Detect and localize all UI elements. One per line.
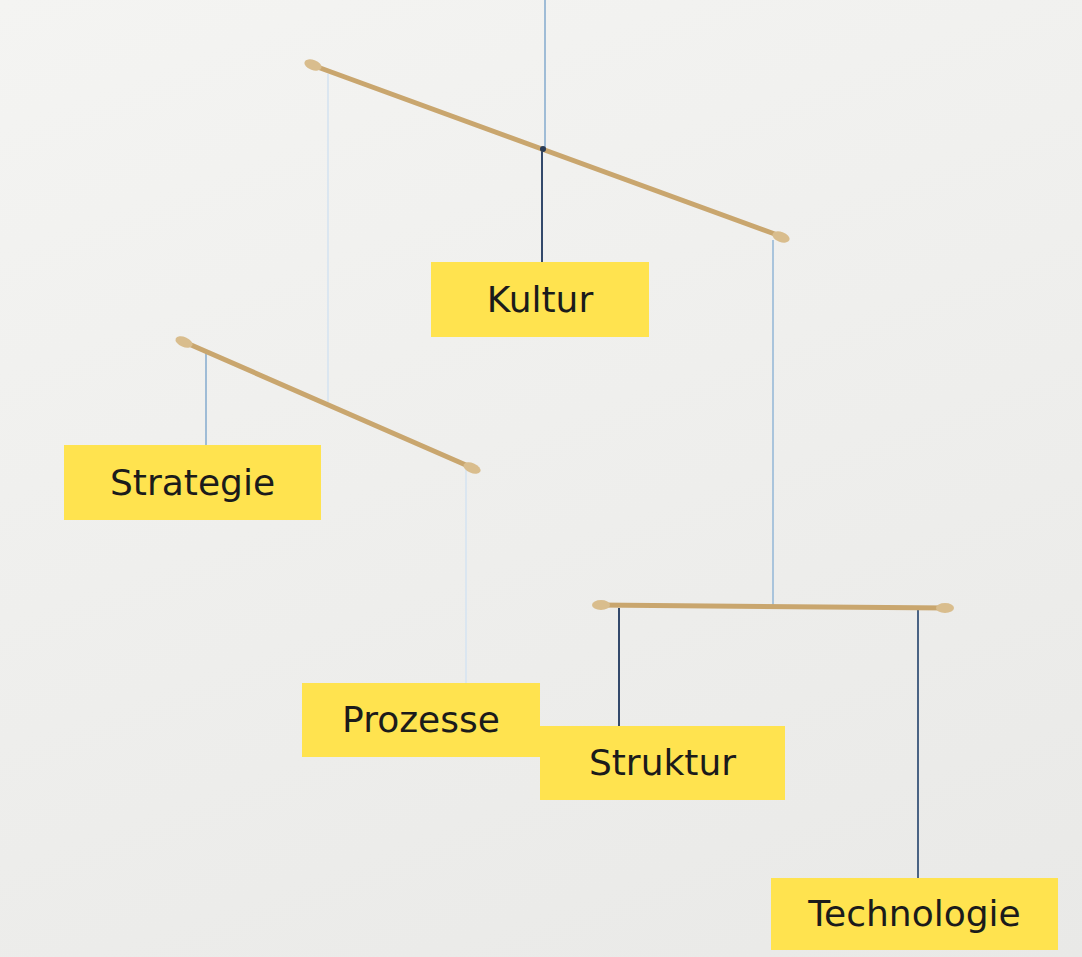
thread <box>772 240 774 605</box>
stick-end <box>303 57 323 73</box>
stick-end <box>936 603 954 613</box>
stick-end <box>462 460 482 476</box>
thread <box>618 608 620 726</box>
label-card: Strategie <box>64 445 321 520</box>
thread <box>327 74 329 402</box>
label-card: Technologie <box>771 878 1058 950</box>
thread <box>465 468 467 683</box>
label-text: Kultur <box>487 280 593 320</box>
label-card: Kultur <box>431 262 649 337</box>
thread <box>917 608 919 878</box>
wooden-stick <box>598 605 948 608</box>
stick-end <box>592 600 610 610</box>
label-text: Struktur <box>589 743 736 783</box>
label-card: Struktur <box>540 726 785 800</box>
stick-end <box>174 334 194 350</box>
thread <box>541 150 543 262</box>
label-text: Strategie <box>110 463 275 503</box>
label-text: Prozesse <box>342 700 500 740</box>
label-text: Technologie <box>808 894 1021 934</box>
thread <box>205 350 207 445</box>
wooden-stick <box>312 65 783 237</box>
knot <box>540 146 546 152</box>
thread <box>544 0 546 148</box>
stick-end <box>771 229 791 245</box>
label-card: Prozesse <box>302 683 540 757</box>
